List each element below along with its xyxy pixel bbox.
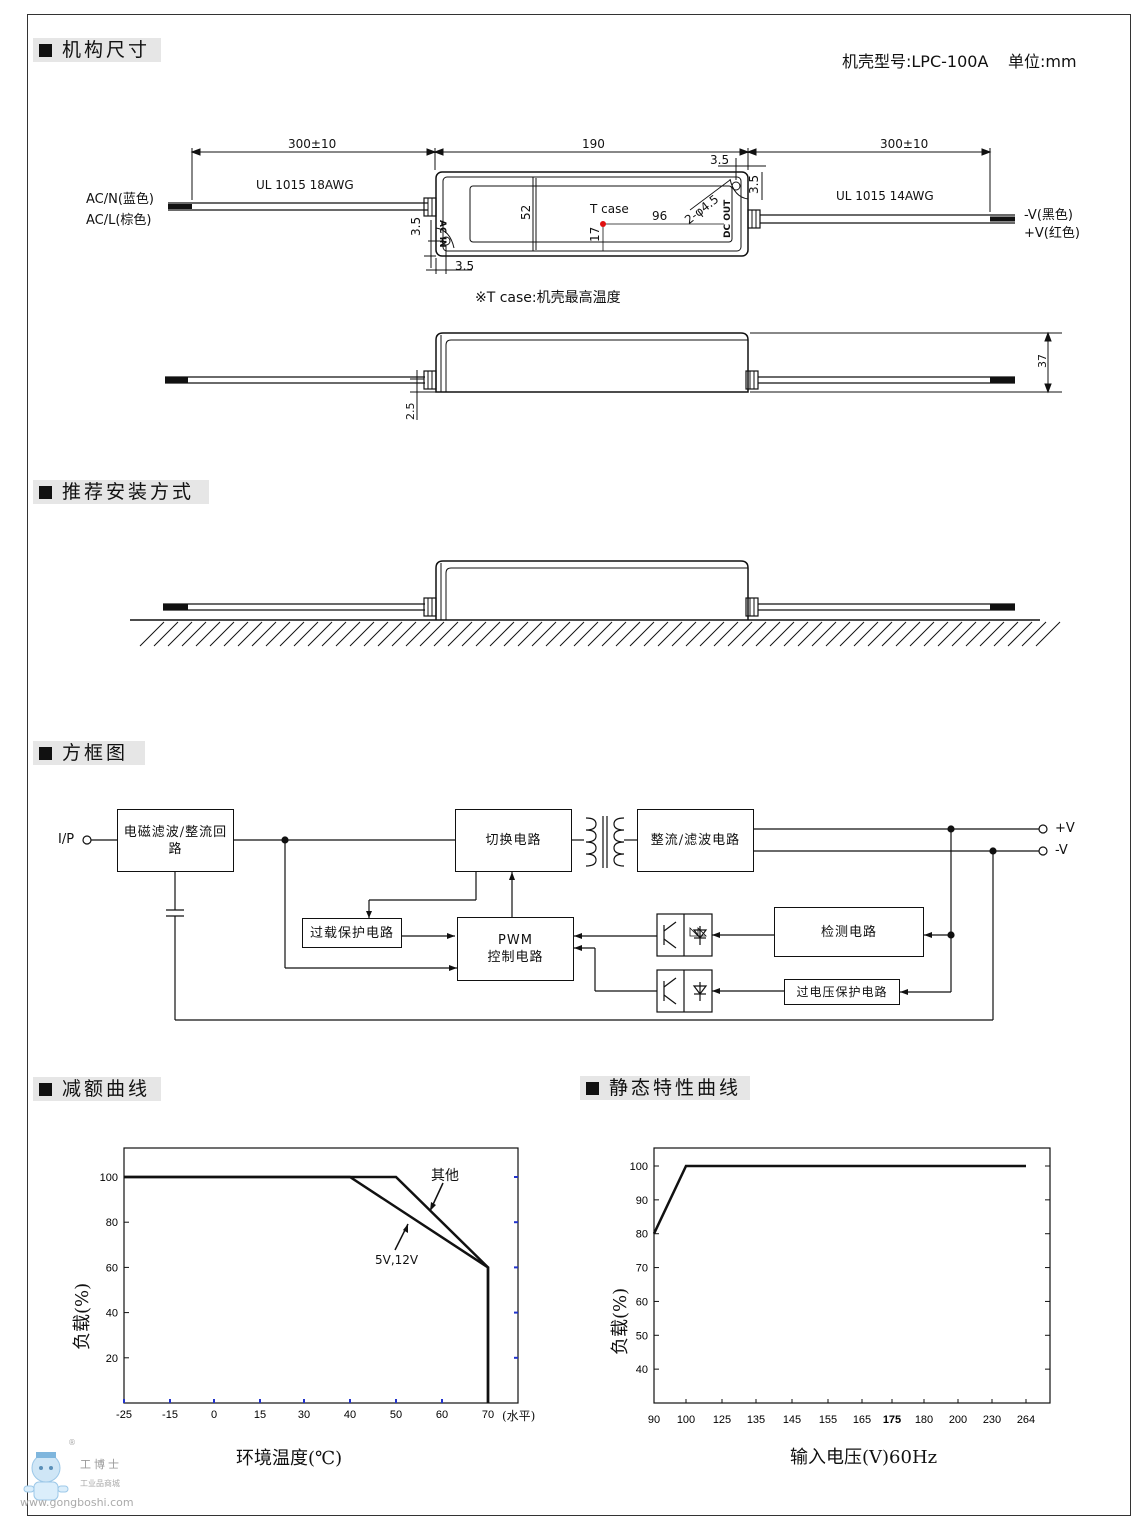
series-label-5v12v: 5V,12V	[375, 1253, 419, 1267]
output-vpos: +V	[1055, 821, 1075, 836]
static-series-line-0	[652, 1164, 1026, 1235]
right-wire-spec: UL 1015 14AWG	[836, 189, 934, 203]
derating-xlabel: 环境温度(℃)	[236, 1448, 343, 1469]
left-wire-spec: UL 1015 18AWG	[256, 178, 354, 192]
tcase-label: T case	[590, 202, 629, 216]
watermark-tagline: 工业品商城	[80, 1479, 120, 1488]
dim-body-length: 190	[582, 137, 605, 151]
derating-series-line-1	[124, 1175, 490, 1403]
static-xtick-label: 155	[819, 1414, 837, 1426]
derating-xtick-label: 30	[298, 1409, 310, 1421]
unit-label: 单位:mm	[1008, 52, 1077, 71]
static-xtick-label: 100	[677, 1414, 695, 1426]
section-title-derating: 减额曲线	[33, 1077, 161, 1101]
acn-wire-label: AC/N(蓝色)	[86, 192, 154, 207]
ip-label: I/P	[58, 832, 75, 847]
label-arrow-other	[430, 1202, 436, 1211]
static-ylabel: 负载(%)	[610, 1287, 631, 1355]
emi-filter-block: 电磁滤波/整流回路	[117, 809, 234, 872]
static-plot-frame	[653, 1147, 1051, 1404]
label-arrow-5v12v	[403, 1224, 408, 1233]
pwm-title: PWM	[498, 933, 533, 948]
derating-ytick-label: 80	[106, 1217, 118, 1229]
output-vneg: -V	[1055, 843, 1068, 858]
section-title-mounting: 推荐安装方式	[33, 480, 209, 504]
derating-xtick-label: 70	[482, 1409, 494, 1421]
model-label: 机壳型号:LPC-100A	[842, 52, 989, 71]
vpos-wire-label: +V(红色)	[1024, 226, 1080, 241]
static-xtick-label: 264	[1017, 1414, 1035, 1426]
static-ytick-label: 90	[636, 1195, 648, 1207]
static-xtick-label: 200	[949, 1414, 967, 1426]
pwm-control-block: PWM 控制电路	[457, 917, 574, 981]
detection-block: 检测电路	[774, 907, 924, 957]
derating-ytick-label: 20	[106, 1353, 118, 1365]
derating-x-note: (水平)	[502, 1409, 536, 1423]
static-ytick-label: 40	[636, 1364, 648, 1376]
vneg-wire-label: -V(黑色)	[1024, 208, 1073, 223]
block-diagram-wiring	[82, 816, 1048, 1021]
page-frame	[27, 14, 1131, 1516]
static-ytick-label: 50	[636, 1330, 648, 1342]
derating-xtick-label: -25	[116, 1409, 132, 1421]
derating-ylabel: 负载(%)	[72, 1282, 93, 1350]
dim-left-cable: 300±10	[288, 137, 337, 151]
derating-xtick-label: 15	[254, 1409, 266, 1421]
acl-wire-label: AC/L(棕色)	[86, 213, 152, 228]
dim-hole-offset-bh: 3.5	[455, 259, 475, 273]
tcase-note: ※T case:机壳最高温度	[475, 290, 621, 306]
derating-xtick-label: 0	[211, 1409, 217, 1421]
dim-hole-offset: 3.5	[710, 153, 730, 167]
static-xtick-label: 180	[915, 1414, 933, 1426]
static-xtick-label: 175	[883, 1414, 901, 1426]
watermark-brand: 工博士	[80, 1458, 122, 1471]
static-ytick-label: 80	[636, 1229, 648, 1241]
section-title-static: 静态特性曲线	[580, 1076, 750, 1100]
static-xtick-label: 145	[783, 1414, 801, 1426]
switch-circuit-block: 切换电路	[455, 809, 572, 872]
static-xtick-label: 125	[713, 1414, 731, 1426]
static-xtick-label: 90	[648, 1414, 660, 1426]
static-ytick-label: 60	[636, 1296, 648, 1308]
watermark-reg: ®	[68, 1438, 76, 1447]
dim-right-cable: 300±10	[880, 137, 929, 151]
static-ytick-label: 70	[636, 1263, 648, 1275]
dimension-drawing	[130, 148, 1062, 647]
watermark-logo: 工博士 ® 工业品商城 www.gongboshi.com	[14, 1438, 144, 1514]
tcase-x: 96	[652, 209, 668, 223]
watermark-url: www.gongboshi.com	[20, 1496, 134, 1509]
static-ytick-label: 100	[630, 1161, 648, 1173]
series-label-other: 其他	[431, 1168, 459, 1184]
mascot-icon	[23, 1452, 69, 1501]
derating-xtick-label: -15	[162, 1409, 178, 1421]
overload-protection-block: 过载保护电路	[302, 918, 402, 948]
derating-xtick-label: 40	[344, 1409, 356, 1421]
derating-xtick-label: 50	[390, 1409, 402, 1421]
derating-ytick-label: 60	[106, 1262, 118, 1274]
static-xtick-label: 135	[747, 1414, 765, 1426]
section-title-block-diagram: 方框图	[33, 741, 145, 765]
derating-plot-frame	[123, 1147, 519, 1404]
overvoltage-protection-block: 过电压保护电路	[784, 979, 900, 1005]
derating-ytick-label: 40	[106, 1308, 118, 1320]
derating-ytick-label: 100	[100, 1172, 118, 1184]
pwm-subtitle: 控制电路	[487, 950, 544, 965]
rectifier-block: 整流/滤波电路	[637, 809, 754, 872]
static-xtick-label: 230	[983, 1414, 1001, 1426]
section-title-dimensions: 机构尺寸	[33, 38, 161, 62]
static-xlabel: 输入电压(V)60Hz	[790, 1447, 938, 1468]
derating-xtick-label: 60	[436, 1409, 448, 1421]
static-xtick-label: 165	[853, 1414, 871, 1426]
